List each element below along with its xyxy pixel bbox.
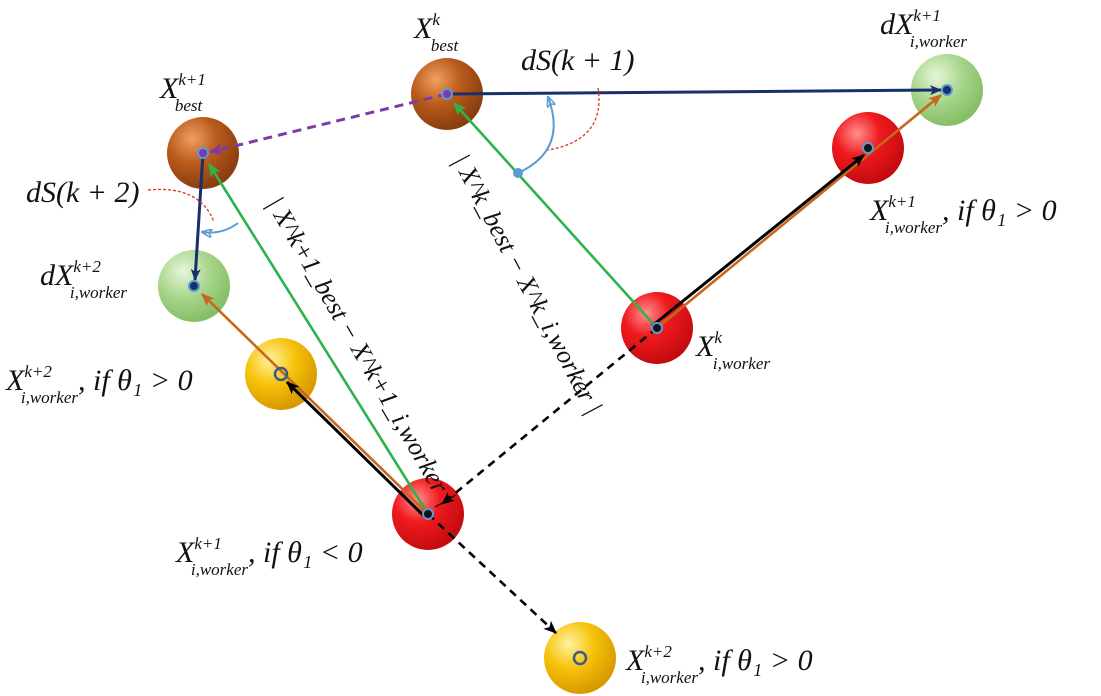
orange-arrow-right xyxy=(656,93,942,330)
green-arrow-k xyxy=(453,102,658,329)
navy-arrow-dx-k2 xyxy=(190,152,205,281)
purple-dashed-arrow xyxy=(208,92,448,155)
green-arrow-k1 xyxy=(207,163,430,515)
angle-arcs xyxy=(202,97,554,233)
black-arrow-left xyxy=(285,380,426,518)
label-diff-k: | X^k_best − X^k_i,worker | xyxy=(447,149,609,419)
leader-ds-k1 xyxy=(547,87,600,151)
label-ds-k1: dS(k + 1) xyxy=(521,44,635,77)
black-arrow-right xyxy=(651,153,865,328)
marker-worker-k2-bottom xyxy=(572,650,588,666)
marker-dx-k2 xyxy=(188,280,200,292)
center-markers xyxy=(188,84,953,666)
navy-arrow-dx-k1 xyxy=(446,85,942,96)
orange-arrow-left xyxy=(201,293,429,515)
marker-dx-k1 xyxy=(941,84,953,96)
black-dashed-arrow-1 xyxy=(441,326,658,506)
marker-x-best-k1 xyxy=(197,147,209,159)
leader-lines xyxy=(147,87,600,223)
label-ds-k2: dS(k + 2) xyxy=(26,176,140,209)
marker-x-best-k xyxy=(441,88,453,100)
marker-worker-k xyxy=(651,322,663,334)
marker-worker-k2-left xyxy=(273,366,289,382)
marker-worker-k1-pos xyxy=(862,142,874,154)
marker-worker-k1-neg xyxy=(422,508,434,520)
node-x-worker-k2-bottom xyxy=(544,622,616,694)
arrows xyxy=(190,85,942,634)
leader-ds-k2 xyxy=(147,188,215,223)
black-dashed-arrow-2 xyxy=(427,513,557,634)
arc-ds-k1 xyxy=(517,97,554,174)
arc-ds-k2 xyxy=(202,222,239,233)
